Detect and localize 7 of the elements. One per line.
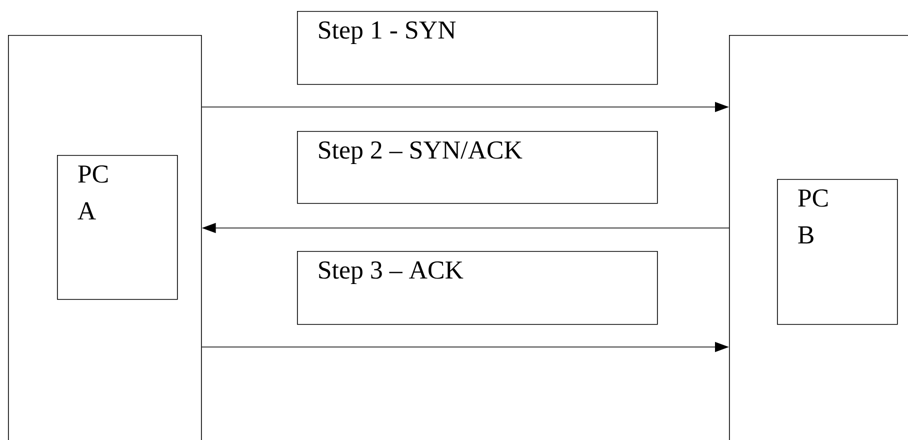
pc-box: PC A (57, 154, 178, 300)
pc-box: PC B (777, 178, 898, 325)
step-box: Step 1 - SYN (297, 11, 658, 85)
step-box: Step 2 – SYN/ACK (297, 130, 658, 204)
step-box: Step 3 – ACK (297, 250, 658, 325)
computer-box (8, 35, 202, 440)
computer-box (729, 35, 908, 440)
